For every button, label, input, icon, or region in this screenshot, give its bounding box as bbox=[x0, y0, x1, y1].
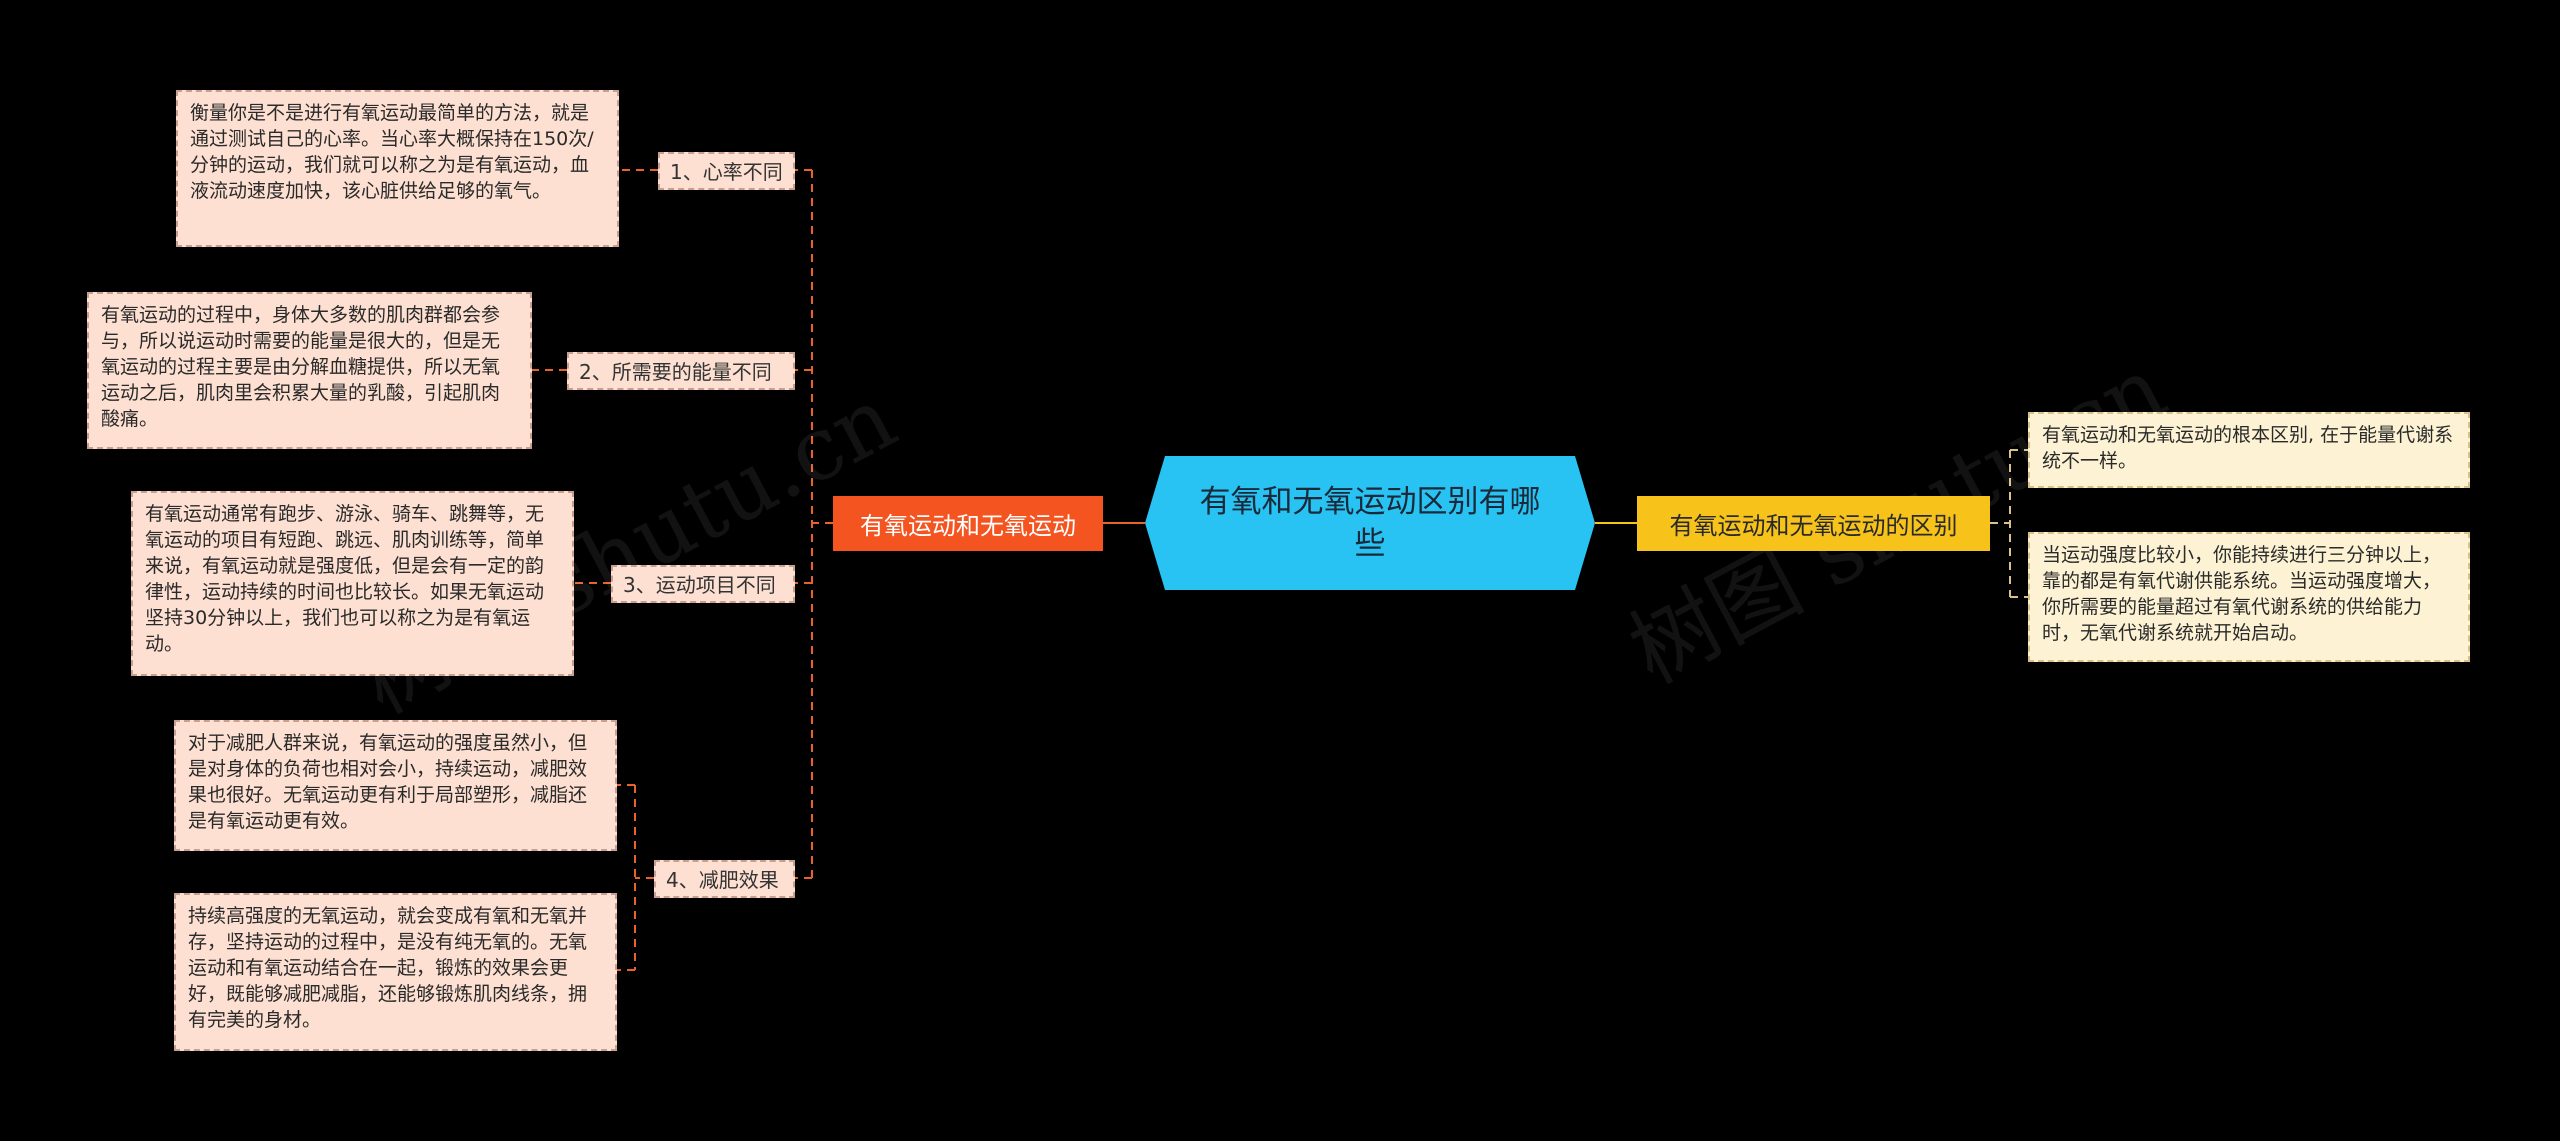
detail-energy[interactable]: 有氧运动的过程中，身体大多数的肌肉群都会参与，所以说运动时需要的能量是很大的，但… bbox=[87, 292, 532, 449]
detail-root-difference[interactable]: 有氧运动和无氧运动的根本区别, 在于能量代谢系统不一样。 bbox=[2028, 412, 2470, 488]
topic-energy[interactable]: 2、所需要的能量不同 bbox=[567, 352, 795, 390]
detail-weight-loss-2[interactable]: 持续高强度的无氧运动，就会变成有氧和无氧并存，坚持运动的过程中，是没有纯无氧的。… bbox=[174, 893, 617, 1051]
topic-label: 3、运动项目不同 bbox=[623, 573, 776, 597]
topic-sport-types[interactable]: 3、运动项目不同 bbox=[611, 565, 795, 603]
root-title: 有氧和无氧运动区别有哪些 bbox=[1199, 484, 1541, 562]
right-branch-node[interactable]: 有氧运动和无氧运动的区别 bbox=[1637, 496, 1990, 551]
topic-label: 2、所需要的能量不同 bbox=[579, 360, 772, 384]
detail-text: 衡量你是不是进行有氧运动最简单的方法，就是通过测试自己的心率。当心率大概保持在1… bbox=[190, 102, 594, 202]
topic-label: 1、心率不同 bbox=[670, 160, 783, 184]
detail-text: 当运动强度比较小，你能持续进行三分钟以上，靠的都是有氧代谢供能系统。当运动强度增… bbox=[2042, 544, 2442, 644]
detail-heart-rate[interactable]: 衡量你是不是进行有氧运动最简单的方法，就是通过测试自己的心率。当心率大概保持在1… bbox=[176, 90, 619, 247]
right-branch-label: 有氧运动和无氧运动的区别 bbox=[1669, 512, 1958, 540]
topic-heart-rate[interactable]: 1、心率不同 bbox=[658, 152, 795, 190]
left-branch-label: 有氧运动和无氧运动 bbox=[860, 512, 1076, 540]
detail-text: 对于减肥人群来说，有氧运动的强度虽然小，但是对身体的负荷也相对会小，持续运动，减… bbox=[188, 732, 588, 832]
detail-text: 有氧运动和无氧运动的根本区别, 在于能量代谢系统不一样。 bbox=[2042, 424, 2454, 472]
topic-label: 4、减肥效果 bbox=[666, 868, 779, 892]
detail-text: 持续高强度的无氧运动，就会变成有氧和无氧并存，坚持运动的过程中，是没有纯无氧的。… bbox=[188, 905, 588, 1031]
left-branch-node[interactable]: 有氧运动和无氧运动 bbox=[833, 496, 1103, 551]
topic-weight-loss[interactable]: 4、减肥效果 bbox=[654, 860, 795, 898]
detail-metabolism[interactable]: 当运动强度比较小，你能持续进行三分钟以上，靠的都是有氧代谢供能系统。当运动强度增… bbox=[2028, 532, 2470, 662]
detail-text: 有氧运动的过程中，身体大多数的肌肉群都会参与，所以说运动时需要的能量是很大的，但… bbox=[101, 304, 501, 430]
detail-weight-loss-1[interactable]: 对于减肥人群来说，有氧运动的强度虽然小，但是对身体的负荷也相对会小，持续运动，减… bbox=[174, 720, 617, 851]
detail-sport-types[interactable]: 有氧运动通常有跑步、游泳、骑车、跳舞等，无氧运动的项目有短跑、跳远、肌肉训练等，… bbox=[131, 491, 574, 676]
detail-text: 有氧运动通常有跑步、游泳、骑车、跳舞等，无氧运动的项目有短跑、跳远、肌肉训练等，… bbox=[145, 503, 545, 655]
root-topic[interactable]: 有氧和无氧运动区别有哪些 bbox=[1145, 456, 1595, 590]
